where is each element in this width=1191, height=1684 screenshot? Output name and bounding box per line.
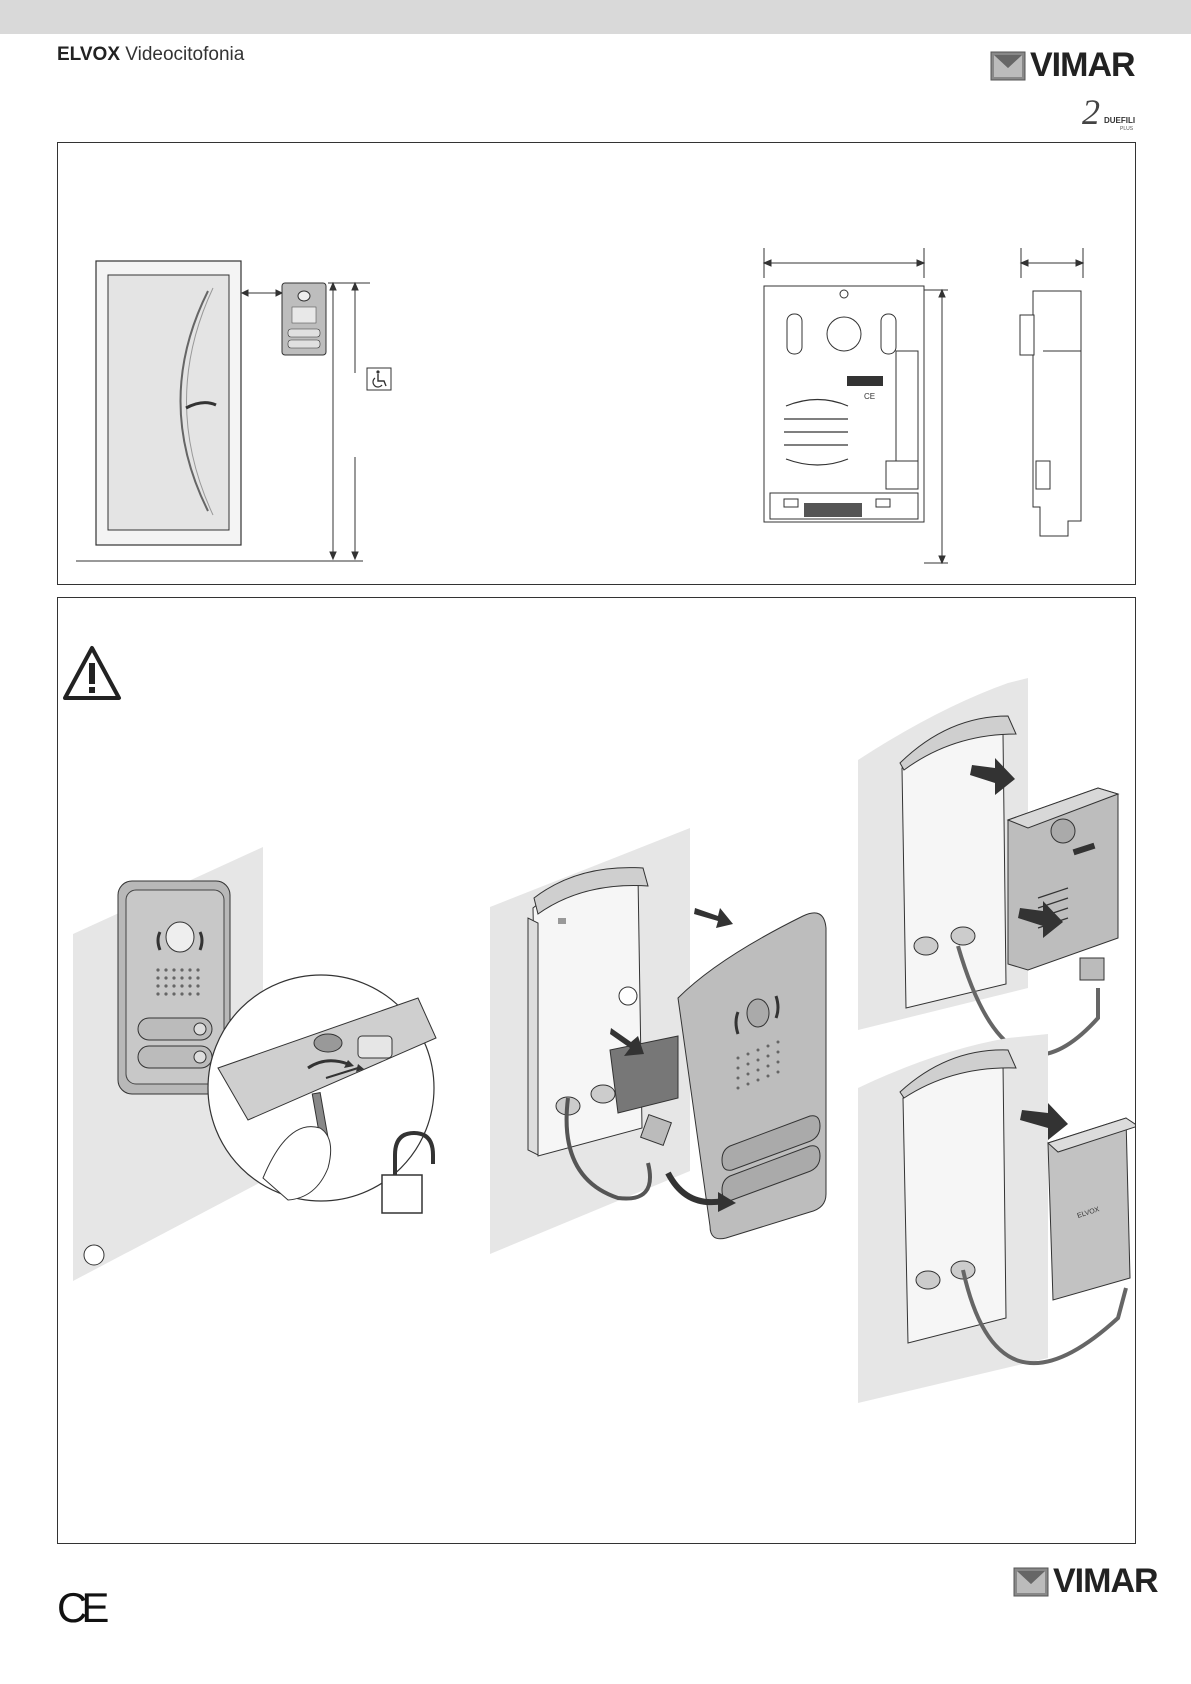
detail-magnifier xyxy=(208,975,436,1201)
brand-subtitle: Videocitofonia xyxy=(125,44,244,65)
entrance-panel-small xyxy=(282,283,326,355)
height-dimension-module xyxy=(924,290,948,563)
electronic-module-step4: ELVOX xyxy=(1048,1118,1135,1300)
module-ce-mark: CE xyxy=(864,392,875,401)
brand-title: ELVOX Videocitofonia xyxy=(57,44,244,66)
vimar-logo-footer-text: VIMAR xyxy=(1053,1562,1158,1601)
svg-text:2: 2 xyxy=(1082,96,1100,132)
vimar-mark-icon xyxy=(990,51,1026,81)
vimar-logo-footer: VIMAR xyxy=(1013,1562,1158,1601)
vimar-mark-icon xyxy=(1013,1567,1049,1597)
vimar-logo-text: VIMAR xyxy=(1030,46,1135,85)
installation-diagram: CE xyxy=(58,143,1135,584)
front-cover-step2 xyxy=(678,913,826,1239)
module-front-view: CE xyxy=(764,248,948,563)
step-marker-2 xyxy=(619,987,637,1005)
module-side-view xyxy=(1020,248,1083,536)
installation-panel: CE xyxy=(57,142,1136,585)
mounting-frame-step4 xyxy=(900,1050,1016,1343)
badge-sub: PLUS xyxy=(1120,126,1134,132)
badge-text: DUEFILI xyxy=(1104,116,1135,125)
duefili-badge: 2 DUEFILI PLUS xyxy=(1082,96,1138,132)
mounting-panel: ELVOX xyxy=(57,597,1136,1544)
electronic-module-step3 xyxy=(1008,788,1118,970)
mounting-frame-step3 xyxy=(900,716,1016,1008)
step-marker-1 xyxy=(84,1245,104,1265)
side-distance-dimension xyxy=(242,290,282,296)
height-dimensions xyxy=(328,283,370,559)
width-dimension xyxy=(764,248,924,278)
mounting-frame-step2 xyxy=(528,868,648,1156)
top-bar xyxy=(0,0,1191,34)
vimar-logo-header: VIMAR xyxy=(990,46,1135,85)
mounting-diagram: ELVOX xyxy=(58,598,1135,1543)
connector-plug-3 xyxy=(1080,958,1104,980)
brand-name: ELVOX xyxy=(57,44,120,65)
warning-icon xyxy=(65,648,119,698)
ce-mark: CE xyxy=(57,1584,103,1632)
depth-dimension xyxy=(1021,248,1083,278)
wheelchair-icon xyxy=(367,368,391,390)
